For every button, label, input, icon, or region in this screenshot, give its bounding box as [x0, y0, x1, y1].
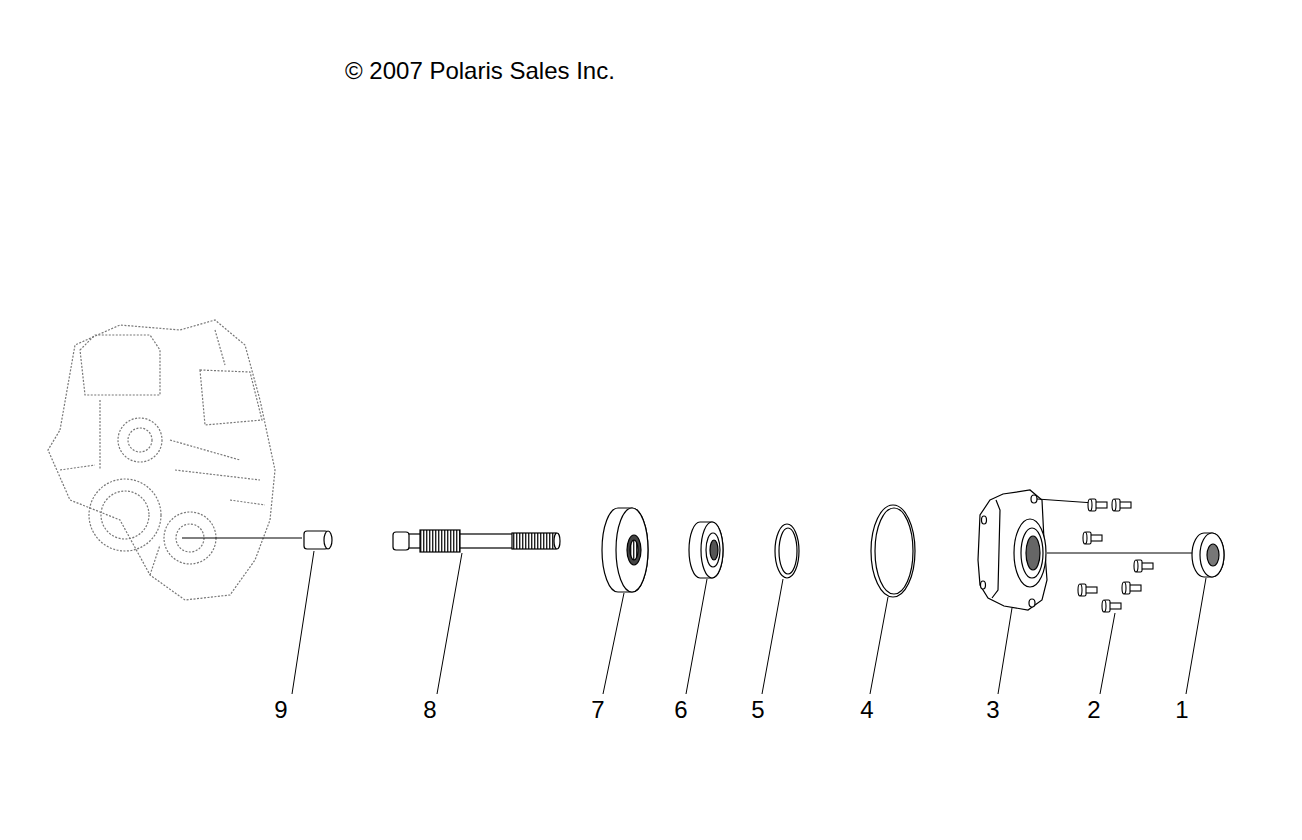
leader-lines [1100, 613, 1115, 694]
axis-line [1047, 553, 1197, 554]
leader-lines [870, 597, 888, 694]
bolt-flange [1088, 499, 1092, 511]
axis-line [182, 538, 302, 539]
snap-ring [779, 528, 797, 574]
bearing [689, 522, 723, 578]
bolt [1102, 600, 1121, 612]
gearbox-housing [80, 335, 160, 395]
bolt-flange [1083, 532, 1087, 544]
bearing [706, 533, 720, 567]
bolt-flange [1134, 560, 1138, 572]
gearbox-housing [48, 320, 275, 600]
bolt-flange [1078, 584, 1082, 596]
shaft [420, 530, 460, 552]
bolt [1134, 560, 1153, 572]
bearing [701, 522, 723, 578]
leader-lines [762, 579, 783, 694]
callout-number: 5 [751, 697, 764, 723]
callout-number: 1 [1175, 697, 1188, 723]
oil-seal [1192, 533, 1224, 577]
callout-number: 4 [860, 697, 873, 723]
seal-disc [627, 535, 641, 565]
bearing-cover [981, 581, 986, 589]
bearing-cover [982, 516, 987, 524]
bearing-cover [1026, 536, 1040, 570]
bolt-flange [1122, 582, 1126, 594]
leader-lines [998, 608, 1012, 694]
gearbox-housing [118, 418, 162, 462]
callout-number: 8 [423, 697, 436, 723]
bolt-group [1078, 499, 1153, 612]
gearbox-housing [48, 320, 275, 600]
leader-lines [292, 551, 1206, 694]
callout-number: 6 [674, 697, 687, 723]
callout-number: 9 [274, 697, 287, 723]
gearbox-housing [89, 479, 161, 551]
bearing [689, 522, 723, 578]
oil-seal [1207, 544, 1219, 566]
snap-ring [775, 524, 799, 578]
bolt [1088, 499, 1107, 511]
o-ring [871, 505, 915, 597]
bushing [304, 531, 332, 549]
bearing-cover [1029, 599, 1035, 607]
leader-lines [1186, 578, 1206, 694]
shaft [393, 532, 409, 550]
gearbox-housing [200, 370, 262, 425]
leader-lines [603, 593, 624, 694]
shaft [554, 533, 560, 549]
o-ring [875, 508, 913, 594]
copyright-notice: © 2007 Polaris Sales Inc. [345, 58, 615, 84]
bearing-cover [1031, 495, 1037, 503]
oil-seal [1200, 533, 1224, 577]
bearing-cover [1014, 519, 1046, 587]
leader-lines [686, 579, 707, 694]
seal-disc [602, 508, 648, 592]
shaft [393, 530, 560, 552]
seal-disc [630, 540, 638, 560]
snap-ring [775, 524, 799, 578]
gearbox-housing [60, 465, 160, 575]
bolt [1122, 582, 1141, 594]
bolt [1078, 584, 1097, 596]
shaft [512, 533, 556, 549]
leader-lines [437, 553, 462, 694]
callout-number: 2 [1087, 697, 1100, 723]
o-ring [871, 505, 915, 597]
bolt-flange [1102, 600, 1106, 612]
gearbox-housing [128, 428, 152, 452]
callout-number: 7 [591, 697, 604, 723]
bearing [710, 540, 718, 560]
leader-lines [292, 551, 314, 694]
bolt-flange [1112, 499, 1116, 511]
bearing-cover [1021, 528, 1043, 578]
bolt [1112, 499, 1131, 511]
bolt [1083, 532, 1102, 544]
bushing [324, 531, 332, 549]
seal-disc [602, 508, 648, 592]
oil-seal [1192, 533, 1224, 577]
axis-line [1037, 499, 1094, 503]
callout-number: 3 [986, 697, 999, 723]
bearing-cover [992, 500, 1000, 598]
bearing-cover [978, 490, 1047, 610]
gearbox-housing [100, 330, 265, 505]
bearing-cover [978, 490, 1047, 610]
gearbox-housing [101, 491, 149, 539]
seal-disc [616, 508, 648, 592]
